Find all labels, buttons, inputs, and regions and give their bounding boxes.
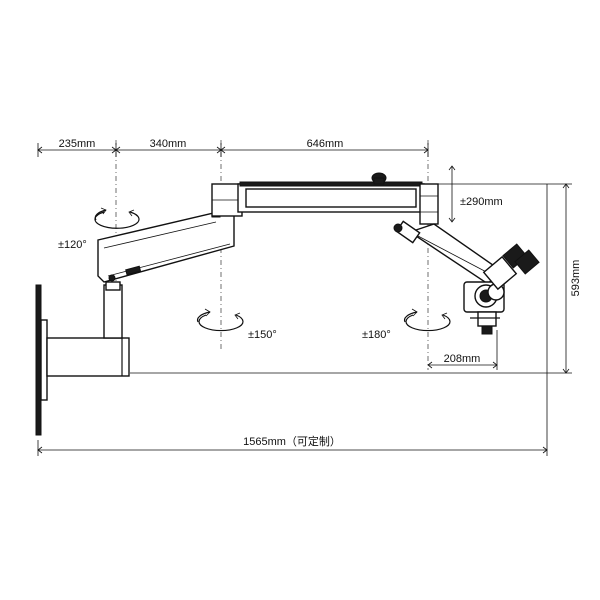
height-290-dimension: ±290mm — [430, 165, 572, 223]
dim-235-label: 235mm — [59, 138, 96, 150]
dim-208-label: 208mm — [444, 353, 481, 365]
rotation-180-label: ±180° — [362, 329, 391, 341]
dim-593-label: 593mm — [570, 260, 582, 297]
dim-646-label: 646mm — [307, 138, 344, 150]
wall-mount — [35, 284, 130, 436]
dim-340-label: 340mm — [150, 138, 187, 150]
rotation-120-label: ±120° — [58, 239, 87, 251]
rotation-arc-1: ±120° — [58, 207, 140, 251]
vertical-post — [103, 281, 123, 339]
long-arm — [237, 172, 425, 213]
rotation-arc-3: ±180° — [362, 308, 451, 341]
rotation-150-label: ±150° — [248, 329, 277, 341]
dim-1565-label: 1565mm（可定制） — [243, 434, 341, 448]
dim-290-label: ±290mm — [460, 196, 503, 208]
second-joint — [211, 183, 243, 217]
top-dimension-chain: 235mm 340mm 646mm — [37, 138, 429, 157]
rotation-arc-2: ±150° — [196, 308, 277, 341]
first-arm — [97, 211, 235, 283]
total-width-dimension: 1565mm（可定制） — [37, 184, 548, 456]
height-593-dimension: 593mm — [130, 183, 582, 374]
microscope-head — [463, 243, 540, 335]
reach-208-dimension: 208mm — [427, 330, 498, 370]
head-arm — [393, 220, 502, 285]
third-joint — [419, 183, 439, 225]
